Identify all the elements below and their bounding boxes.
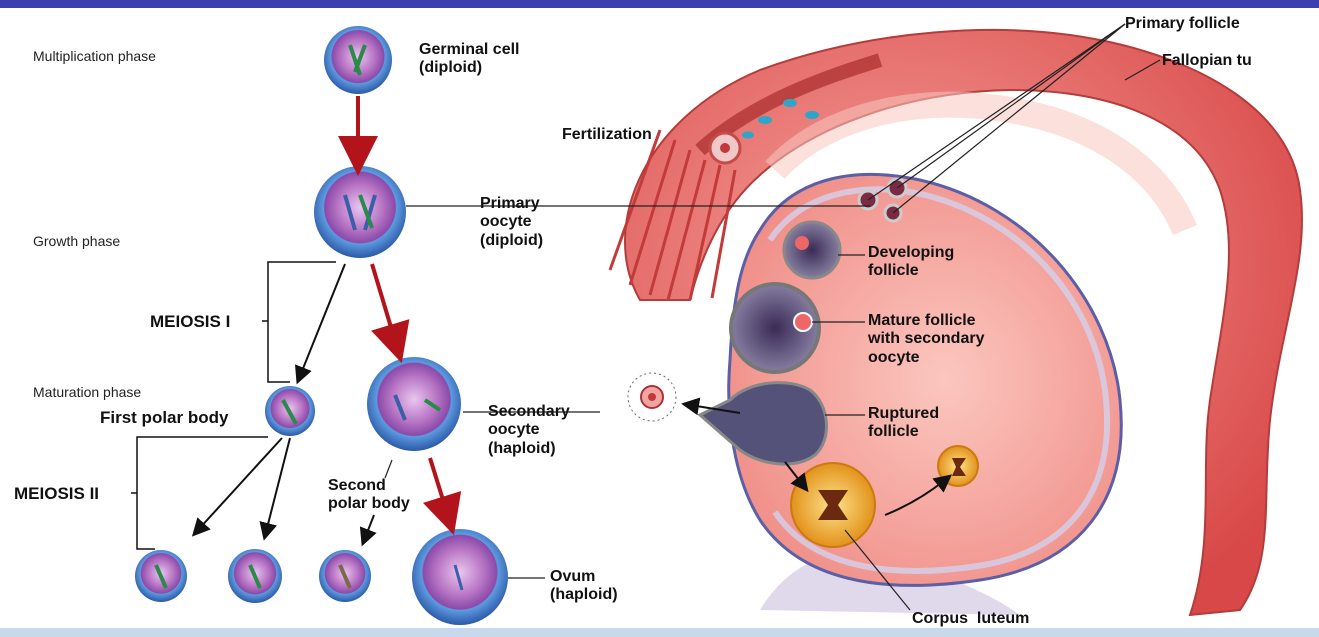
primary-follicle-label: Primary follicle	[1125, 15, 1240, 33]
arrow-primary-to-secondary	[372, 264, 396, 344]
germinal-cell	[324, 26, 392, 94]
maturation-phase-label: Maturation phase	[33, 384, 141, 400]
developing-follicle-label: Developing follicle	[868, 244, 954, 281]
fertilization-label: Fertilization	[562, 126, 652, 144]
multiplication-phase-label: Multiplication phase	[33, 48, 156, 64]
polar-body-1	[135, 550, 187, 602]
second-polar-body-cell	[319, 550, 371, 602]
meiosis-two-label: MEIOSIS II	[14, 484, 99, 504]
meiosis-two-bracket	[131, 437, 268, 549]
ovum-label: Ovum (haploid)	[550, 568, 618, 605]
developing-follicle	[784, 222, 840, 278]
arrow-primary-to-polar	[300, 264, 345, 376]
secondary-oocyte-label: Secondary oocyte (haploid)	[488, 403, 570, 458]
arrow-to-second-polar-body	[365, 515, 374, 538]
meiosis-one-bracket	[262, 262, 336, 382]
first-polar-body	[265, 386, 315, 436]
ovum-cell	[412, 529, 508, 625]
growth-phase-label: Growth phase	[33, 233, 120, 249]
first-polar-body-label: First polar body	[100, 408, 228, 428]
fertilization-site	[710, 133, 740, 163]
primary-oocyte	[314, 166, 406, 258]
germinal-cell-label: Germinal cell (diploid)	[419, 41, 520, 78]
fallopian-tube-label: Fallopian tu	[1162, 52, 1252, 70]
secondary-oocyte	[367, 357, 461, 451]
ruptured-follicle	[700, 383, 826, 464]
polar-body-2	[228, 549, 282, 603]
mature-follicle	[731, 284, 819, 372]
mature-follicle-label: Mature follicle with secondary oocyte	[868, 312, 984, 367]
arrow-secondary-to-ovum	[430, 458, 448, 516]
primary-oocyte-label: Primary oocyte (diploid)	[480, 195, 543, 250]
ruptured-follicle-label: Ruptured follicle	[868, 405, 939, 442]
meiosis-one-label: MEIOSIS I	[150, 312, 230, 332]
corpus-luteum-label: Corpus luteum	[912, 610, 1029, 628]
released-oocyte	[628, 373, 676, 421]
corpus-luteum-large	[791, 463, 875, 547]
second-polar-body-label: Second polar body	[328, 477, 410, 514]
